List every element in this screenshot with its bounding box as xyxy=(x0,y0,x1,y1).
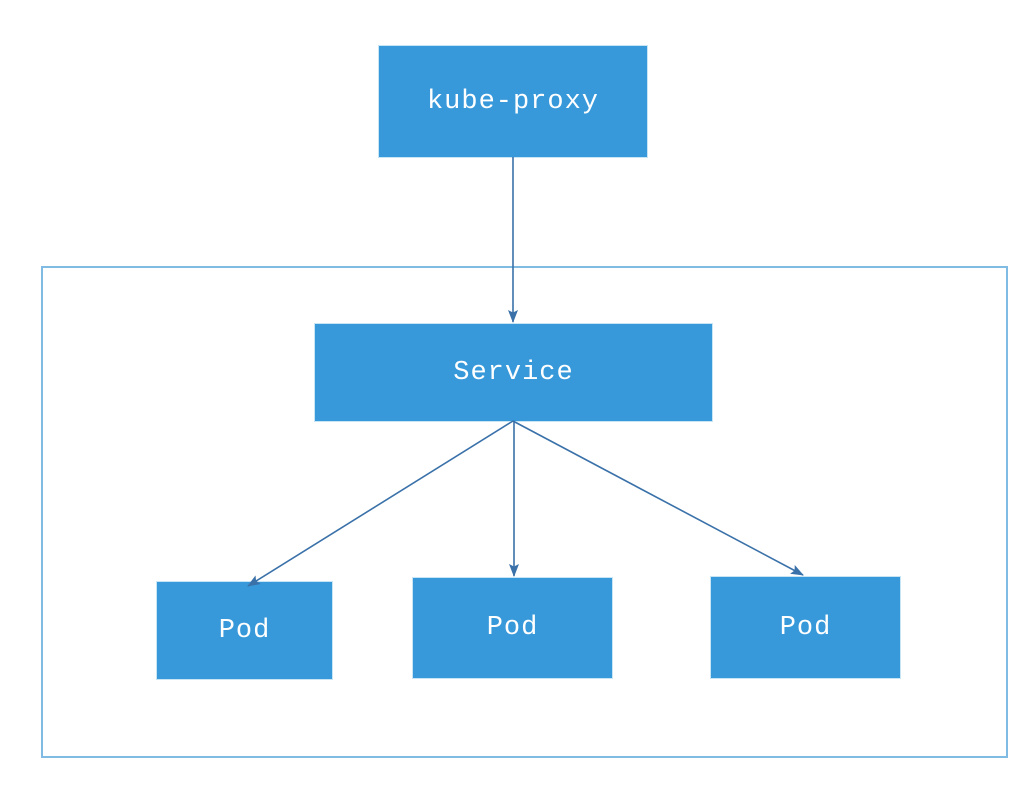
node-pod-middle-label: Pod xyxy=(486,613,539,643)
node-pod-right: Pod xyxy=(711,577,900,678)
node-pod-right-label: Pod xyxy=(779,612,832,643)
node-pod-left-label: Pod xyxy=(218,615,271,646)
cluster-boundary xyxy=(41,266,1008,758)
node-pod-left: Pod xyxy=(157,582,332,679)
node-kube-proxy-label: kube-proxy xyxy=(426,86,600,117)
node-service: Service xyxy=(315,324,712,421)
node-service-label: Service xyxy=(453,357,574,388)
node-kube-proxy: kube-proxy xyxy=(379,46,647,157)
node-pod-middle: Pod xyxy=(413,578,612,678)
